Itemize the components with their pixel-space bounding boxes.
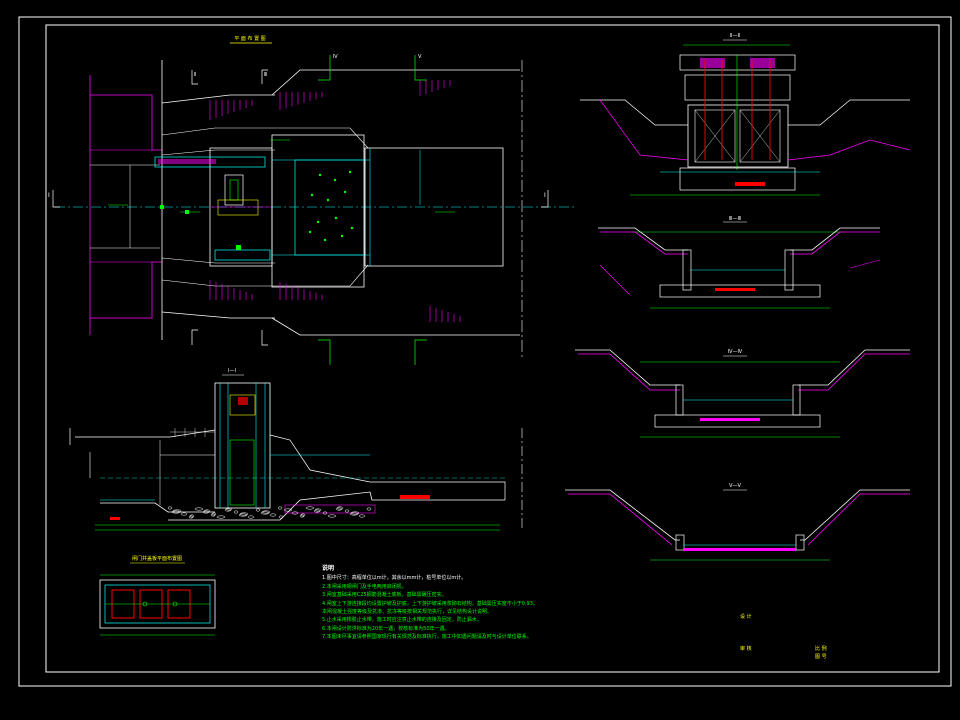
note-line: 2.本闸采用钢闸门及手电两用启闭机。 [322, 583, 407, 590]
note-line: 4.闸室上下游连接段均设置护坡及护底，上下游护坡采用浆砌石结构，基础需压实度不小… [322, 600, 538, 607]
plan-title: 平 面 布 置 图 [234, 35, 265, 42]
axis-mark-right: Ⅰ [544, 192, 546, 199]
section-d: Ⅴ—Ⅴ [565, 483, 910, 561]
rubble-stone [233, 510, 239, 514]
note-line: 6.本闸设计防洪标准为20年一遇，校核标准为50年一遇。 [322, 625, 450, 632]
note-line: 1.图中尺寸：高程单位以m计，其余以mm计，桩号单位以m计。 [322, 575, 467, 582]
rubble-stone [202, 510, 210, 514]
rubble-stone [269, 513, 277, 517]
rubble-stone [283, 508, 293, 512]
checker-label: 审 核 [740, 645, 752, 652]
plan-slope-hatch [209, 80, 461, 322]
rubble-stone [247, 515, 255, 519]
general-notes: 说明 1.图中尺寸：高程单位以m计，其余以mm计，桩号单位以m计。2.本闸采用钢… [322, 565, 622, 642]
gate-slab-detail: 闸门井盖板平面布置图 [99, 555, 216, 636]
section-a: Ⅱ—Ⅱ [580, 33, 911, 196]
notes-heading: 说明 [322, 565, 335, 572]
cut-mark-c: Ⅳ [333, 54, 338, 60]
rubble-stone [291, 511, 299, 515]
axis-mark-left: Ⅰ [48, 192, 50, 199]
outer-frame [18, 16, 952, 687]
note-line: 7.本图未尽事宜请参照国家现行有关规范及标准执行，施工中如遇问题请及时与设计单位… [322, 634, 532, 641]
note-line: 3.闸室基础采用C25钢筋混凝土底板，基础需碾压密实。 [322, 592, 447, 599]
rubble-stone [322, 511, 328, 515]
rubble-stone [216, 515, 226, 519]
inner-frame [45, 24, 940, 673]
rubble-stone [224, 508, 232, 512]
rubble-stone [277, 506, 283, 510]
section-c: Ⅳ—Ⅳ [575, 349, 910, 438]
foundation-rubble [167, 506, 372, 519]
rubble-stone [358, 514, 366, 518]
rubble-stone [180, 512, 188, 516]
rubble-stone [327, 514, 337, 518]
stilling-basin-outline [271, 134, 365, 288]
note-line: 本闸混凝土强度等级及抗渗、抗冻等级按相关规范执行，详见结构设计说明。 [322, 609, 493, 616]
rubble-stone [366, 507, 372, 511]
rubble-stone [260, 511, 270, 515]
scale-label: 比 例 [815, 645, 827, 652]
gate-detail-title: 闸门井盖板平面布置图 [132, 555, 182, 562]
plan-view: 平 面 布 置 图 Ⅰ Ⅰ [48, 35, 575, 365]
rubble-stone [335, 507, 343, 511]
note-line: 5.止水采用橡胶止水带，施工时应注意止水带的连接及固定，防止漏水。 [322, 617, 482, 624]
cut-mark-d: Ⅴ [418, 54, 422, 60]
downstream-channel-outline [364, 147, 504, 267]
longitudinal-section: Ⅰ—Ⅰ [69, 368, 523, 531]
section-d-title: Ⅴ—Ⅴ [729, 483, 741, 489]
section-c-title: Ⅳ—Ⅳ [728, 349, 743, 355]
longitudinal-title: Ⅰ—Ⅰ [228, 368, 236, 374]
rubble-stone [344, 509, 350, 513]
rubble-stone [171, 510, 181, 514]
cut-mark-a: Ⅱ [194, 72, 196, 78]
rubble-stone [238, 513, 248, 517]
rubble-stone [188, 515, 194, 519]
rubble-stone [313, 509, 321, 513]
designer-label: 设 计 [740, 613, 752, 620]
section-a-title: Ⅱ—Ⅱ [730, 33, 740, 39]
notes-list: 1.图中尺寸：高程单位以m计，其余以mm计，桩号单位以m计。2.本闸采用钢闸门及… [322, 574, 622, 641]
rubble-stone [349, 512, 359, 516]
rubble-stone [194, 507, 204, 511]
rubble-stone [210, 513, 216, 517]
section-b-title: Ⅲ—Ⅲ [729, 216, 741, 222]
rubble-stone [305, 506, 315, 510]
rubble-stone [167, 506, 173, 510]
rubble-stone [255, 508, 261, 512]
gate-tower [214, 382, 271, 509]
rubble-stone [278, 515, 284, 519]
drawing-no-label: 图 号 [815, 654, 827, 660]
rubble-stone [299, 514, 305, 518]
section-b: Ⅲ—Ⅲ [598, 216, 881, 309]
cut-mark-b: Ⅲ [264, 72, 267, 78]
